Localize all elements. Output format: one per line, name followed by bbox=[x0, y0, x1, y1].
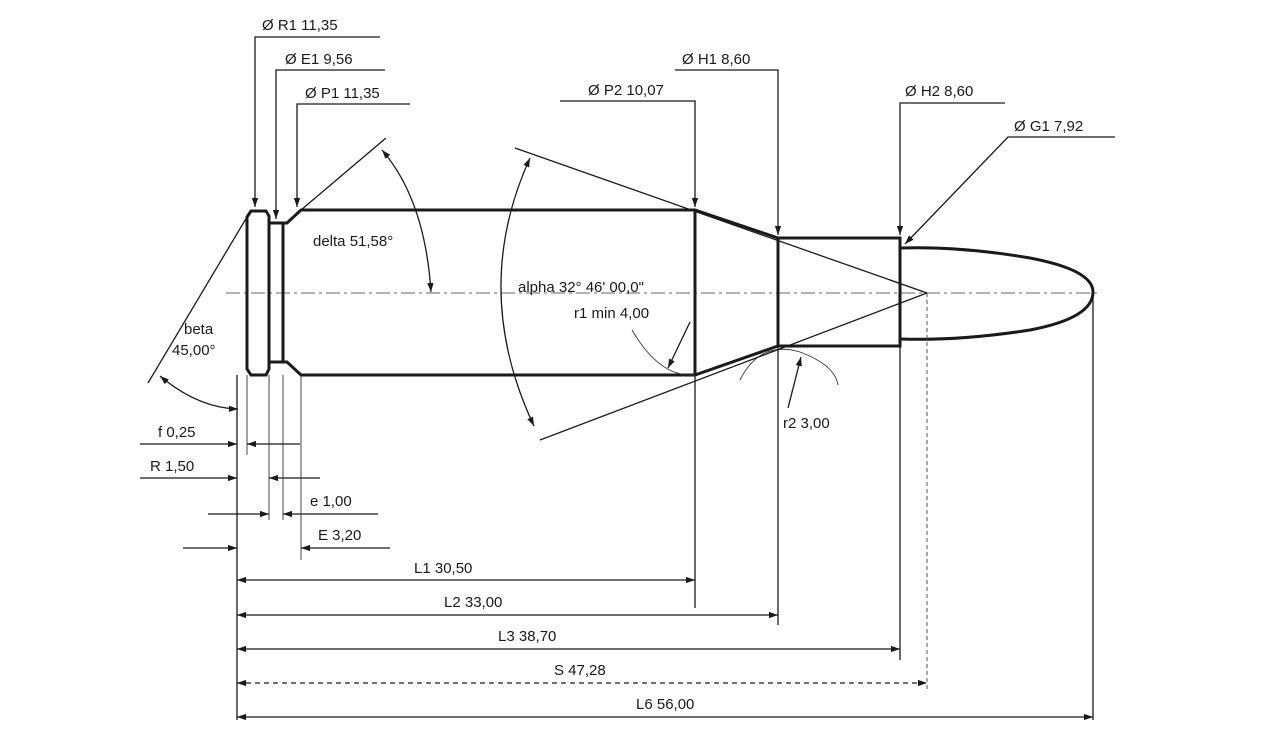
g1-leader: Ø G1 7,92 bbox=[904, 118, 1115, 245]
alpha-arc bbox=[500, 157, 535, 427]
f-dimension: f 0,25 bbox=[140, 424, 300, 448]
beta-construction-line bbox=[147, 216, 248, 384]
L1-dimension: L1 30,50 bbox=[237, 560, 695, 584]
rim-outline bbox=[245, 209, 271, 377]
L6-label: L6 56,00 bbox=[636, 696, 694, 713]
r2-label: r2 3,00 bbox=[783, 415, 830, 432]
e-dimension: e 1,00 bbox=[208, 493, 378, 518]
L3-label: L3 38,70 bbox=[498, 628, 556, 645]
beta-value-label: 45,00° bbox=[172, 342, 216, 359]
L3-dimension: L3 38,70 bbox=[237, 628, 900, 653]
r2-leader: r2 3,00 bbox=[783, 356, 830, 432]
L2-dimension: L2 33,00 bbox=[237, 594, 778, 619]
delta-arc bbox=[381, 149, 434, 293]
r1-label: Ø R1 11,35 bbox=[262, 17, 338, 34]
p1-label: Ø P1 11,35 bbox=[305, 85, 380, 102]
R-dimension: R 1,50 bbox=[140, 458, 320, 482]
h2-leader: Ø H2 8,60 bbox=[896, 83, 1005, 235]
h1-leader: Ø H1 8,60 bbox=[675, 51, 782, 235]
r1min-label: r1 min 4,00 bbox=[574, 305, 649, 322]
extractor-groove bbox=[269, 221, 285, 364]
E-label: E 3,20 bbox=[318, 527, 361, 544]
delta-label: delta 51,58° bbox=[313, 233, 393, 250]
extension-lines bbox=[236, 293, 1094, 720]
e1-label: Ø E1 9,56 bbox=[285, 51, 353, 68]
f-label: f 0,25 bbox=[158, 424, 196, 441]
h2-label: Ø H2 8,60 bbox=[905, 83, 973, 100]
r1-radius-arc bbox=[631, 329, 696, 376]
g1-label: Ø G1 7,92 bbox=[1014, 118, 1083, 135]
p2-label: Ø P2 10,07 bbox=[588, 82, 664, 99]
E-dimension: E 3,20 bbox=[183, 527, 390, 552]
L1-label: L1 30,50 bbox=[414, 560, 472, 577]
beta-arc bbox=[159, 375, 239, 412]
bullet-outline bbox=[899, 246, 1095, 341]
r1min-leader: r1 min 4,00 bbox=[574, 305, 691, 369]
beta-label: beta bbox=[184, 321, 214, 338]
L6-dimension: L6 56,00 bbox=[237, 696, 1093, 721]
delta-construction-line bbox=[300, 137, 387, 211]
p1-leader: Ø P1 11,35 bbox=[293, 85, 410, 207]
r1-leader: Ø R1 11,35 bbox=[251, 17, 380, 207]
p2-leader: Ø P2 10,07 bbox=[560, 82, 699, 207]
case-body bbox=[283, 208, 902, 377]
e-label: e 1,00 bbox=[310, 493, 352, 510]
S-dimension: S 47,28 bbox=[237, 662, 927, 687]
R-label: R 1,50 bbox=[150, 458, 194, 475]
S-label: S 47,28 bbox=[554, 662, 606, 679]
e1-leader: Ø E1 9,56 bbox=[272, 51, 385, 219]
h1-label: Ø H1 8,60 bbox=[682, 51, 750, 68]
L2-label: L2 33,00 bbox=[444, 594, 502, 611]
alpha-label: alpha 32° 46' 00,0" bbox=[518, 279, 644, 296]
alpha-upper-line bbox=[514, 147, 928, 294]
cartridge-outline bbox=[245, 208, 1095, 386]
alpha-lower-line bbox=[539, 292, 928, 441]
r2-radius-arc bbox=[739, 348, 839, 386]
